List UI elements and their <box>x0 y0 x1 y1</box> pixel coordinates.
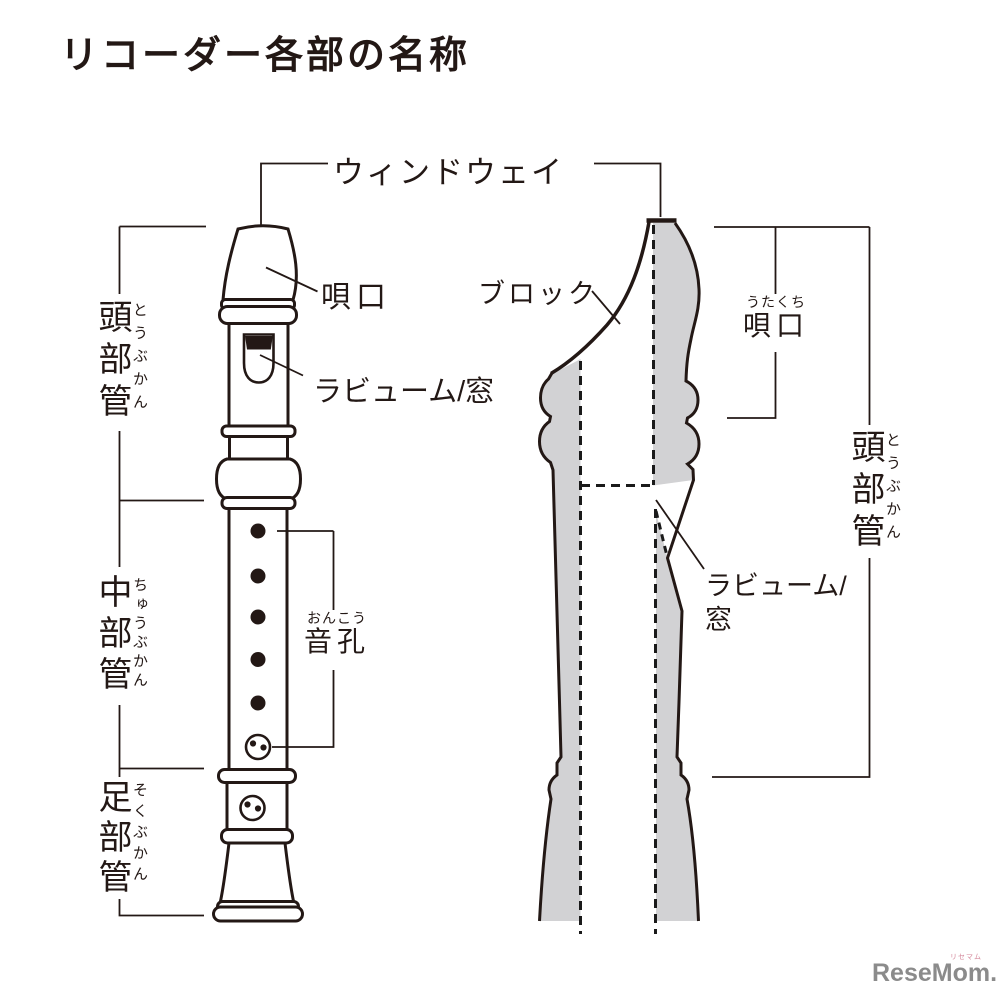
head-joint-furigana: とうぶかん <box>131 302 148 417</box>
section-left-outer-edge <box>537 372 563 922</box>
foot-ring-2 <box>220 828 294 845</box>
head-joint-kanji: 頭部管 <box>93 299 131 425</box>
foot-flare <box>218 841 296 905</box>
joint-neck <box>228 435 289 461</box>
label-head-joint-front: 頭部管 とうぶかん <box>93 299 148 425</box>
head-joint-section-kanji: 頭部管 <box>846 429 884 555</box>
window-dark-chamfer <box>245 336 273 350</box>
foot-base-lower <box>212 905 304 923</box>
page-title: リコーダー各部の名称 <box>60 35 471 77</box>
section-right-wall-upper <box>653 223 700 486</box>
label-block: ブロック <box>478 279 598 309</box>
middle-tube <box>227 507 289 772</box>
label-mouthpiece-section: うたくち 唄口 <box>731 294 821 343</box>
mouthpiece-kanji: 唄口 <box>742 310 809 342</box>
label-foot-joint-front: 足部管 そくぶかん <box>93 779 148 899</box>
double-hole-7-dots <box>244 801 262 812</box>
section-left-wall <box>539 359 581 921</box>
mouthpiece-leader <box>265 266 318 293</box>
mouthpiece-furigana: うたくち <box>746 294 806 310</box>
foot-joint-kanji: 足部管 <box>93 779 131 899</box>
hidden-bore-lines <box>579 225 669 934</box>
label-labium-window-front: ラビューム/窓 <box>313 376 495 408</box>
block-leader <box>591 290 621 325</box>
middle-joint-kanji: 中部管 <box>93 574 131 697</box>
label-windway: ウィンドウェイ <box>333 155 564 190</box>
label-middle-joint-front: 中部管 ちゅうぶかん <box>93 574 148 697</box>
left-joints-bracket <box>118 225 206 917</box>
labium-leader-right <box>655 499 705 570</box>
block-curve <box>550 221 651 376</box>
label-tone-holes: おんこう 音孔 <box>299 610 375 659</box>
section-right-outer-edge <box>665 222 701 922</box>
joint-ring <box>220 424 297 438</box>
joint-ring-2 <box>220 496 297 510</box>
double-hole-6-dots <box>249 740 267 751</box>
label-labium-window-section: ラビューム/ 窓 <box>705 571 847 635</box>
right-brackets <box>712 226 871 778</box>
foot-joint-furigana: そくぶかん <box>131 782 148 887</box>
logo-text: ReseMom. <box>872 959 998 987</box>
labium-leader-left <box>259 354 304 377</box>
finger-holes <box>250 523 266 711</box>
label-mouthpiece-front: 唄口 <box>321 281 391 314</box>
head-joint-section-furigana: とうぶかん <box>884 432 901 547</box>
recorder-cross-section <box>537 218 701 934</box>
label-head-joint-section: 頭部管 とうぶかん <box>846 429 901 555</box>
middle-joint-furigana: ちゅうぶかん <box>131 577 148 691</box>
tone-holes-bracket <box>272 530 335 748</box>
resemom-logo: リセマム ReseMom. <box>872 954 998 987</box>
joint-barrel <box>214 457 303 501</box>
recorder-front-view <box>212 224 304 923</box>
beak-ring-bulge <box>218 305 298 325</box>
windway-leader-right <box>594 162 662 217</box>
logo-ruby: リセマム <box>950 954 982 961</box>
annotation-lines <box>118 162 871 917</box>
tone-holes-furigana: おんこう <box>307 610 367 626</box>
tone-holes-kanji: 音孔 <box>303 626 370 658</box>
foot-ring-1 <box>217 768 297 784</box>
windway-leader-left <box>260 162 328 225</box>
beak-mouthpiece <box>221 224 298 302</box>
